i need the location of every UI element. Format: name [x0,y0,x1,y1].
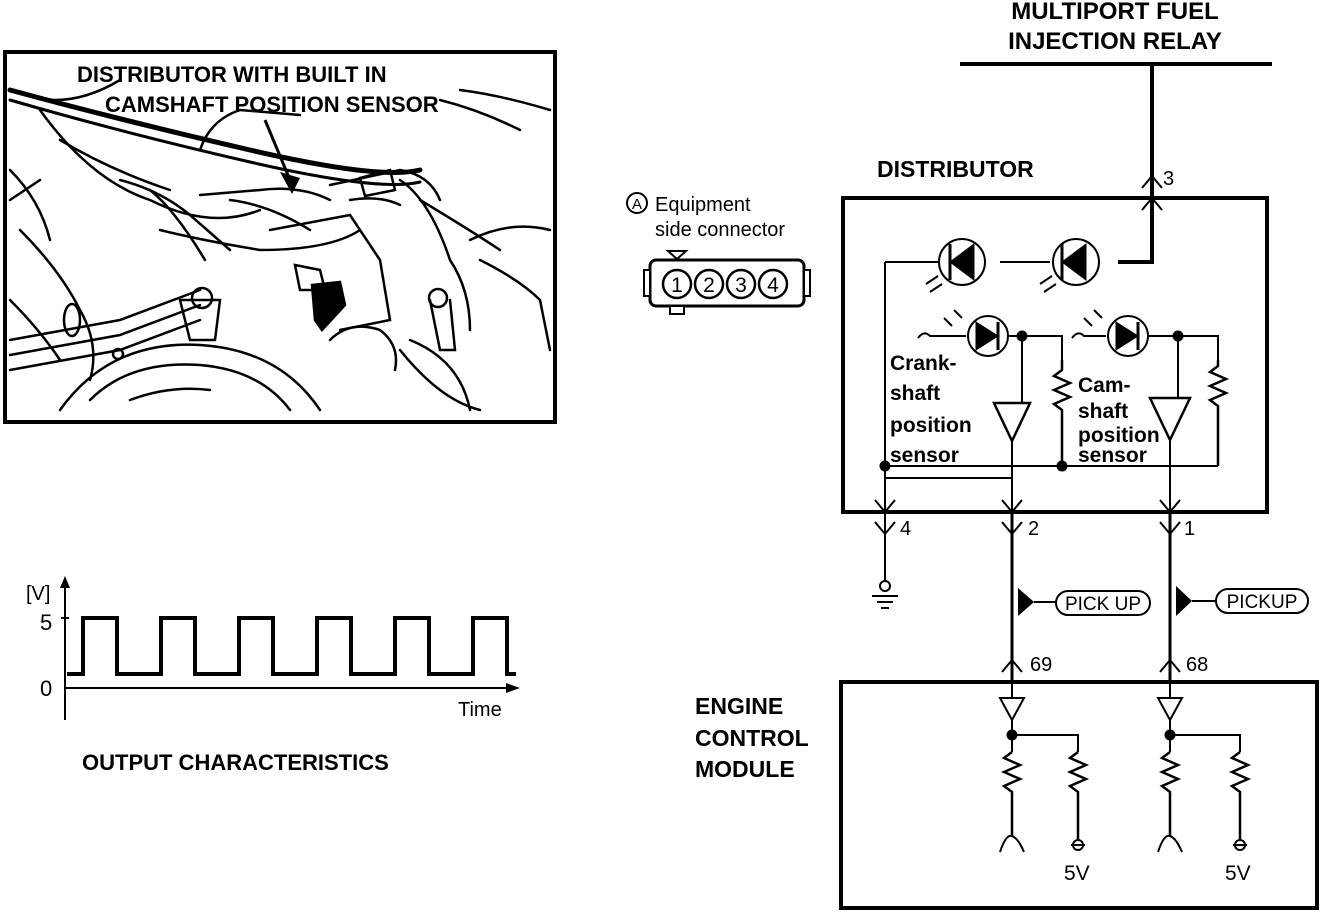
pin-1-label: 1 [1184,518,1195,540]
crank-buffer-icon [992,401,1032,444]
connector-right-tab [803,269,811,297]
fuel-injection-relay: MULTIPORT FUEL INJECTION RELAY [960,0,1272,66]
waveform-x-axis-label: Time [458,699,502,721]
distributor-circuit: DISTRIBUTOR 3 [841,64,1269,682]
ecm-crank-pulldown-resistor-icon [1000,751,1024,836]
ecm-crank-buffer-icon [998,697,1026,723]
svg-text:2: 2 [703,274,715,297]
led-2-icon [925,238,986,293]
distributor-title: DISTRIBUTOR [877,156,1034,182]
engine-control-module: ENGINE CONTROL MODULE 69 68 5V [695,654,1319,910]
crankshaft-sensor-circuit [917,309,1074,512]
pickup-tag-left: PICK UP [1018,588,1151,616]
output-waveform: [V] 5 0 Time OUTPUT CHARACTERISTICS [26,576,520,775]
svg-text:3: 3 [735,274,747,297]
pin-4-connector-mark [874,499,896,536]
ecm-supply-left-label: 5V [1064,862,1090,885]
supply-wire [1118,64,1154,264]
cam-sensor-label-line4: sensor [1078,444,1147,467]
ecm-cam-pulldown-resistor-icon [1158,751,1182,836]
connector-circle-marker [626,192,648,214]
svg-text:1: 1 [671,274,683,297]
pickup-left-label: PICK UP [1065,594,1141,615]
cam-buffer-icon [1148,396,1192,443]
relay-label-line2: INJECTION RELAY [1008,28,1222,55]
pin-69-connector-mark [1001,658,1023,673]
connector-pin-1: 1 [661,268,693,300]
waveform-unit-label: [V] [26,583,50,605]
pin-69-label: 69 [1030,654,1052,676]
cam-photodiode-icon [1071,309,1149,357]
pin-4-label: 4 [900,518,911,540]
pin-2-label: 2 [1028,518,1039,540]
ecm-cam-buffer-icon [1156,697,1184,723]
connector-pin-2: 2 [693,268,725,300]
connector-latch [665,250,689,261]
crank-sensor-label-line4: sensor [890,444,959,467]
engine-illustration [7,78,552,412]
photo-caption-line1: DISTRIBUTOR WITH BUILT IN [77,62,387,87]
waveform-x-axis-arrow [506,683,520,693]
waveform-y-low-label: 0 [40,676,52,701]
connector-pin-3: 3 [725,268,757,300]
ecm-label-line1: ENGINE [695,693,783,719]
cam-sensor-label-line3: position [1078,424,1160,447]
connector-pin-4: 4 [757,268,789,300]
pin-68-label: 68 [1186,654,1208,676]
svg-text:4: 4 [767,274,779,297]
engine-photo-panel: DISTRIBUTOR WITH BUILT IN CAMSHAFT POSIT… [3,50,557,424]
ground-icon [872,546,898,609]
crank-sensor-label-line2: shaft [890,382,940,405]
waveform-y-high-label: 5 [40,610,52,635]
led-1-icon [1039,238,1100,293]
ecm-cam-pullup-resistor-icon [1228,751,1252,840]
pickup-right-label: PICKUP [1227,592,1298,613]
pin-3-connector-mark [1141,174,1163,211]
crank-resistor-icon [1050,360,1074,466]
pin-68-connector-mark [1159,658,1181,673]
photo-caption-line2: CAMSHAFT POSITION SENSOR [105,92,439,117]
distributor-box [841,196,1269,514]
ecm-label-line3: MODULE [695,756,795,782]
pickup-tag-right: PICKUP [1176,586,1309,616]
connector-bottom-tab [669,305,685,315]
sensor-pointer-arrow [263,119,300,194]
cam-resistor-icon [1206,360,1230,466]
crank-photodiode-icon [917,309,1009,357]
relay-label-line1: MULTIPORT FUEL [1011,0,1219,25]
connector-left-tab [643,269,651,297]
ecm-supply-right-label: 5V [1225,862,1251,885]
ecm-label-line2: CONTROL [695,725,809,751]
cam-sensor-label-line2: shaft [1078,400,1128,423]
connector-label-line2: side connector [655,219,785,241]
waveform-square-wave [67,616,516,676]
equipment-connector: A Equipment side connector 1 2 3 4 [626,192,811,315]
waveform-y-axis-arrow [60,576,70,588]
ecm-input-stage-cam [1156,682,1252,853]
camshaft-sensor-circuit [1071,309,1230,512]
pin-3-label: 3 [1163,168,1174,190]
ecm-crank-pullup-resistor-icon [1066,751,1090,840]
cam-sensor-label-line1: Cam- [1078,374,1131,397]
crank-sensor-label-line3: position [890,414,972,437]
connector-circle-letter: A [632,196,642,213]
ecm-box [839,680,1319,910]
crank-sensor-label-line1: Crank- [890,352,957,375]
waveform-caption: OUTPUT CHARACTERISTICS [82,750,389,775]
connector-label-line1: Equipment [655,194,751,216]
ecm-input-stage-crank [998,682,1090,853]
